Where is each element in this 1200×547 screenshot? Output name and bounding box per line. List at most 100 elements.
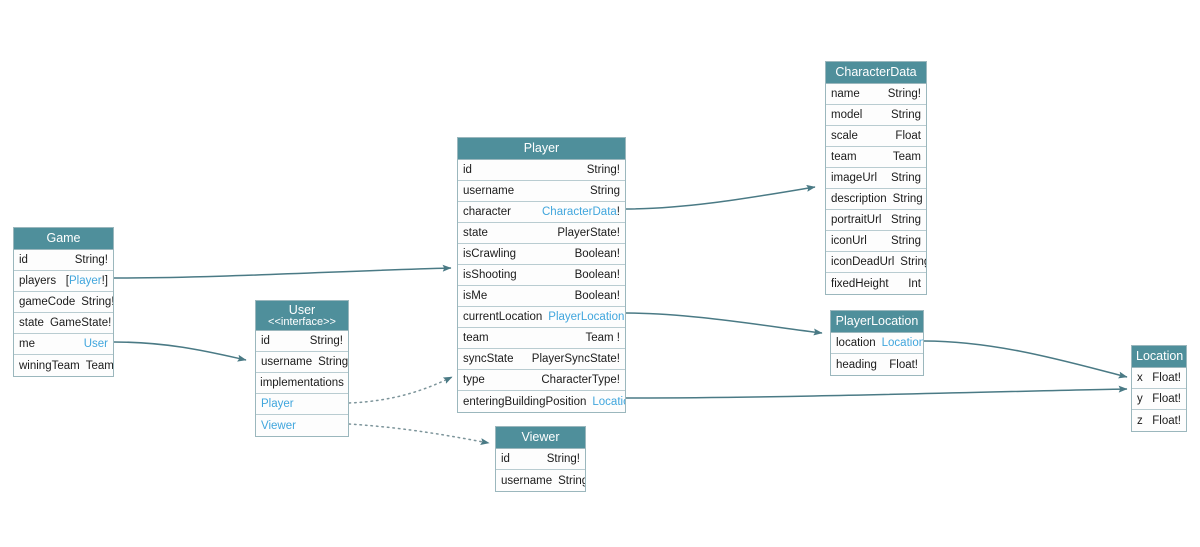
- entity-playerlocation-title: PlayerLocation: [831, 311, 923, 333]
- field-row[interactable]: heading Float!: [831, 354, 923, 375]
- field-type: Float!: [1152, 414, 1181, 427]
- field-type: PlayerSyncState!: [531, 353, 620, 365]
- field-row[interactable]: scale Float: [826, 126, 926, 147]
- entity-game-title: Game: [14, 228, 113, 250]
- implementation-viewer[interactable]: Viewer: [261, 419, 296, 432]
- field-row[interactable]: me User: [14, 334, 113, 355]
- field-name: type: [463, 374, 485, 386]
- field-row[interactable]: portraitUrl String: [826, 210, 926, 231]
- field-name: username: [261, 356, 313, 368]
- implementation-player[interactable]: Player: [261, 398, 294, 410]
- field-type: String!: [546, 453, 580, 465]
- field-name: state: [463, 227, 488, 239]
- field-row[interactable]: state PlayerState!: [458, 223, 625, 244]
- entity-user-stereotype: <<interface>>: [268, 316, 336, 328]
- field-type: String: [890, 172, 921, 184]
- field-type: Float!: [889, 358, 918, 371]
- field-row[interactable]: location Location!: [831, 333, 923, 354]
- field-row[interactable]: iconDeadUrl String: [826, 252, 926, 273]
- field-row[interactable]: team Team: [826, 147, 926, 168]
- field-row[interactable]: fixedHeight Int: [826, 273, 926, 294]
- field-name: name: [831, 88, 860, 100]
- field-row[interactable]: x Float!: [1132, 368, 1186, 389]
- field-type: GameState!: [49, 317, 112, 329]
- field-row[interactable]: gameCode String!: [14, 292, 113, 313]
- field-type: String: [589, 185, 620, 197]
- field-row[interactable]: winingTeam Team: [14, 355, 113, 376]
- field-row[interactable]: name String!: [826, 84, 926, 105]
- field-type-link[interactable]: User: [83, 338, 108, 350]
- entity-playerlocation[interactable]: PlayerLocation location Location! headin…: [830, 310, 924, 376]
- field-type: Boolean!: [574, 269, 620, 281]
- entity-viewer[interactable]: Viewer id String! username String: [495, 426, 586, 492]
- entity-user[interactable]: User <<interface>> id String! username S…: [255, 300, 349, 437]
- field-row[interactable]: username String: [256, 352, 348, 373]
- entity-characterdata[interactable]: CharacterData name String! model String …: [825, 61, 927, 295]
- field-row[interactable]: imageUrl String: [826, 168, 926, 189]
- field-name: heading: [836, 358, 877, 371]
- field-name: gameCode: [19, 296, 76, 308]
- field-name: players: [19, 275, 57, 287]
- field-row[interactable]: id String!: [14, 250, 113, 271]
- field-type: String!: [74, 254, 108, 266]
- field-type-link[interactable]: PlayerLocation: [548, 311, 625, 323]
- field-type: Boolean!: [574, 248, 620, 260]
- entity-player-title: Player: [458, 138, 625, 160]
- field-type: String: [318, 356, 348, 368]
- field-row[interactable]: syncState PlayerSyncState!: [458, 349, 625, 370]
- field-type-link[interactable]: CharacterData: [542, 206, 617, 218]
- field-type-link[interactable]: Location: [881, 337, 923, 349]
- field-row[interactable]: players [Player!]: [14, 271, 113, 292]
- field-type: String: [558, 474, 585, 487]
- field-type: Float: [895, 130, 921, 142]
- field-type: PlayerState!: [557, 227, 620, 239]
- field-row[interactable]: team Team !: [458, 328, 625, 349]
- field-row[interactable]: username String: [458, 181, 625, 202]
- field-type: Location!: [882, 333, 923, 353]
- field-name: username: [501, 474, 553, 487]
- field-row[interactable]: model String: [826, 105, 926, 126]
- field-row[interactable]: state GameState!: [14, 313, 113, 334]
- entity-player[interactable]: Player id String! username String charac…: [457, 137, 626, 413]
- field-name: z: [1137, 414, 1143, 427]
- field-row[interactable]: enteringBuildingPosition Location: [458, 391, 625, 412]
- implementation-row[interactable]: Player: [256, 394, 348, 415]
- field-name: location: [836, 337, 876, 349]
- field-name: x: [1137, 372, 1143, 384]
- field-name: portraitUrl: [831, 214, 882, 226]
- field-type: CharacterType!: [541, 374, 620, 386]
- field-type: Float!: [1152, 393, 1181, 405]
- field-row[interactable]: id String!: [496, 449, 585, 470]
- edge-game-me-to-user: [113, 341, 247, 362]
- field-type: Int: [908, 277, 921, 290]
- field-type-link[interactable]: Player: [69, 275, 102, 287]
- field-name: team: [831, 151, 857, 163]
- field-name: team: [463, 332, 489, 344]
- field-type: String: [890, 214, 921, 226]
- field-row[interactable]: id String!: [256, 331, 348, 352]
- field-name: enteringBuildingPosition: [463, 395, 587, 408]
- field-row[interactable]: isShooting Boolean!: [458, 265, 625, 286]
- field-name: y: [1137, 393, 1143, 405]
- field-row[interactable]: id String!: [458, 160, 625, 181]
- entity-viewer-title: Viewer: [496, 427, 585, 449]
- field-row[interactable]: type CharacterType!: [458, 370, 625, 391]
- edge-player-currentlocation-to-playerlocation: [625, 312, 823, 336]
- field-type: Team: [85, 359, 113, 372]
- field-type-link[interactable]: Location: [592, 395, 625, 408]
- field-row[interactable]: isCrawling Boolean!: [458, 244, 625, 265]
- implementation-row[interactable]: Viewer: [256, 415, 348, 436]
- entity-location[interactable]: Location x Float! y Float! z Float!: [1131, 345, 1187, 432]
- field-row[interactable]: isMe Boolean!: [458, 286, 625, 307]
- field-row[interactable]: character CharacterData!: [458, 202, 625, 223]
- edge-user-implements-player: [348, 376, 453, 404]
- entity-game[interactable]: Game id String! players [Player!] gameCo…: [13, 227, 114, 377]
- field-type: String: [900, 256, 926, 268]
- field-row[interactable]: y Float!: [1132, 389, 1186, 410]
- field-row[interactable]: iconUrl String: [826, 231, 926, 252]
- field-row[interactable]: description String: [826, 189, 926, 210]
- field-row[interactable]: z Float!: [1132, 410, 1186, 431]
- field-row[interactable]: username String: [496, 470, 585, 491]
- field-row[interactable]: currentLocation PlayerLocation!: [458, 307, 625, 328]
